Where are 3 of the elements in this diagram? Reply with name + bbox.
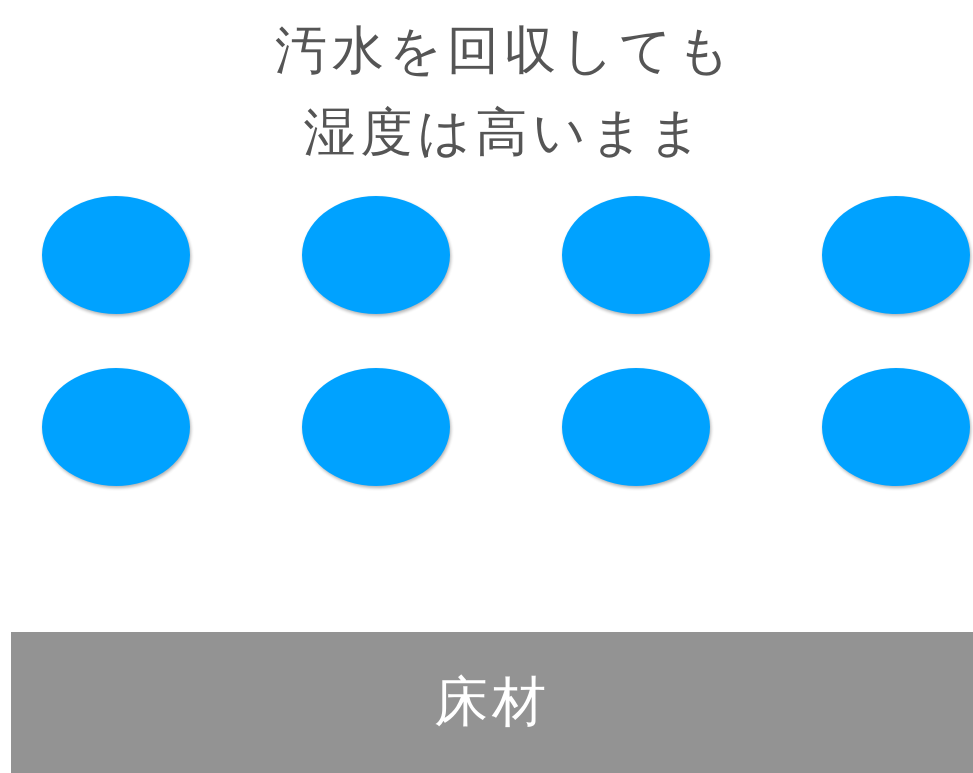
title: 汚水を回収しても湿度は高いまま [274, 20, 736, 165]
floor-label: 床材 [434, 669, 550, 735]
floor-band [11, 632, 973, 773]
